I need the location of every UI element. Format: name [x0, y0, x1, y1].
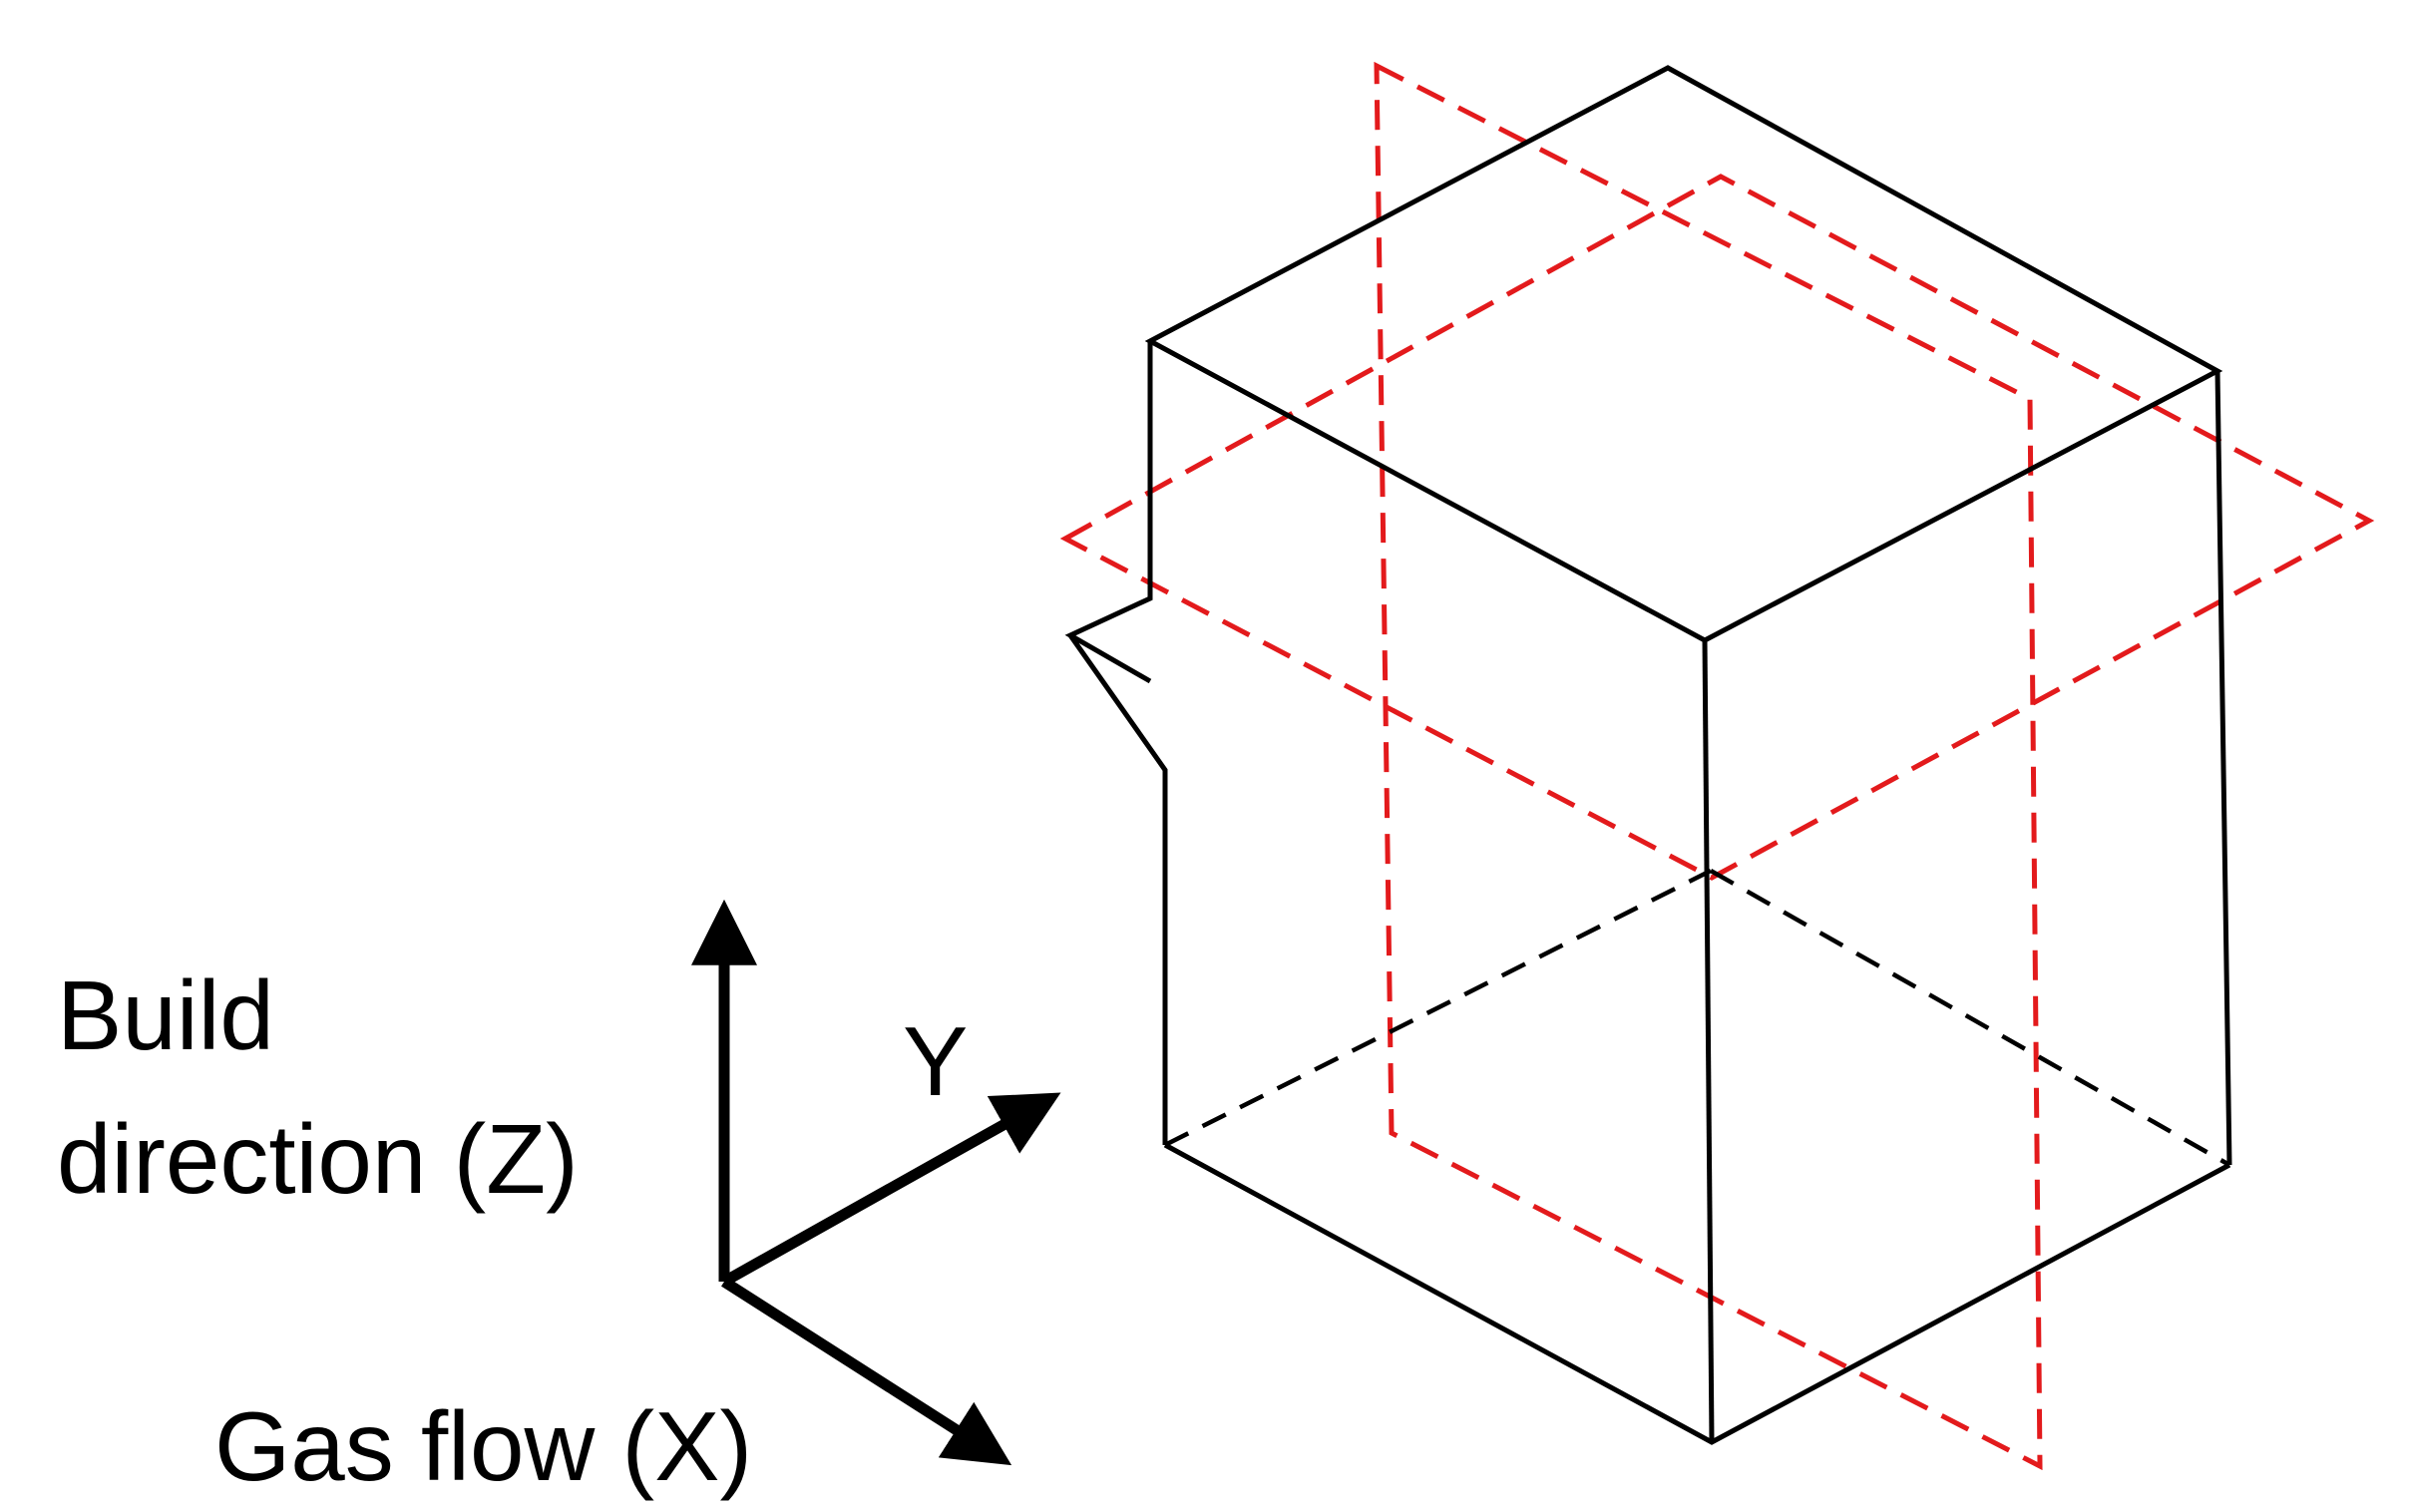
- vertical-section-plane: [1374, 61, 2043, 1471]
- x-axis-arrow: [721, 1277, 1012, 1466]
- y-axis-label: Y: [903, 1006, 968, 1116]
- section-planes: [1059, 61, 2375, 1471]
- coordinate-axes: [691, 899, 1061, 1466]
- box-bottom-edges: [1163, 1142, 2231, 1445]
- hidden-edge-bottom-left: [1163, 868, 1713, 1148]
- build-direction-label-line1: Build: [57, 960, 274, 1070]
- horizontal-section-plane: [1059, 174, 2375, 881]
- box-right-vertical-edge: [2214, 370, 2232, 1166]
- box-left-edge-with-notch: [1064, 341, 1168, 1145]
- hidden-edge-bottom-right: [1709, 869, 2231, 1167]
- box-front-vertical-edge: [1702, 639, 1715, 1443]
- build-direction-label-line2: direction (Z): [57, 1104, 579, 1214]
- y-axis-arrow: [721, 1092, 1061, 1287]
- box-edges: [1064, 65, 2232, 1445]
- hidden-edges: [1163, 868, 2231, 1167]
- gas-flow-label: Gas flow (X): [214, 1391, 752, 1501]
